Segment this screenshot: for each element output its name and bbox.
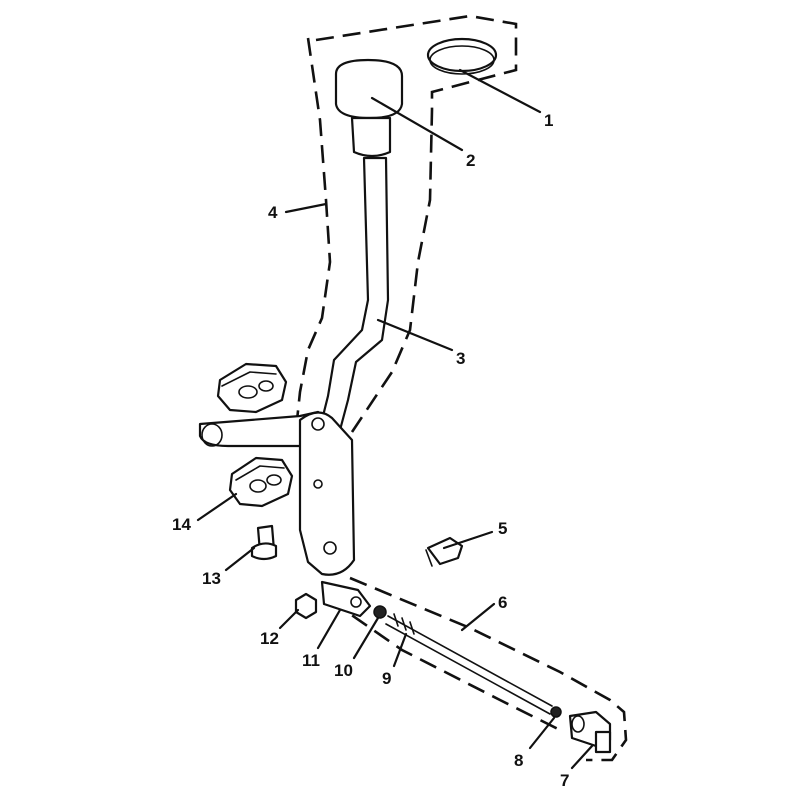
- part-lever-rod: [316, 156, 390, 442]
- linkage-boundary: [329, 576, 628, 762]
- part-bushing-lower: [228, 456, 294, 508]
- callout-12: 12: [260, 629, 279, 648]
- lever-assembly-boundary: [294, 14, 518, 433]
- part-bolt: [250, 524, 278, 561]
- callout-1: 1: [544, 111, 553, 130]
- callout-labels: 1 2 3 4 5 6 7 8 9 10 11 12 13 14: [172, 111, 569, 790]
- part-linkage-rod: [385, 613, 553, 715]
- callout-7: 7: [560, 771, 569, 790]
- leader-lines: [196, 68, 594, 770]
- callout-4: 4: [268, 203, 278, 222]
- callout-9: 9: [382, 669, 391, 688]
- callout-13: 13: [202, 569, 221, 588]
- callout-5: 5: [498, 519, 507, 538]
- pivot-bracket: [198, 410, 356, 576]
- part-ball-joint: [568, 710, 612, 754]
- callout-2: 2: [466, 151, 475, 170]
- part-washer-small: [550, 706, 562, 718]
- part-cap: [426, 37, 498, 75]
- part-socket: [320, 580, 372, 618]
- part-knob: [334, 58, 404, 158]
- callout-10: 10: [334, 661, 353, 680]
- callout-6: 6: [498, 593, 507, 612]
- callout-11: 11: [302, 651, 320, 670]
- part-bushing-upper: [216, 362, 288, 414]
- callout-8: 8: [514, 751, 523, 770]
- callout-14: 14: [172, 515, 191, 534]
- part-washer: [373, 605, 387, 619]
- part-nut: [294, 592, 318, 620]
- part-pin: [425, 536, 464, 567]
- callout-3: 3: [456, 349, 465, 368]
